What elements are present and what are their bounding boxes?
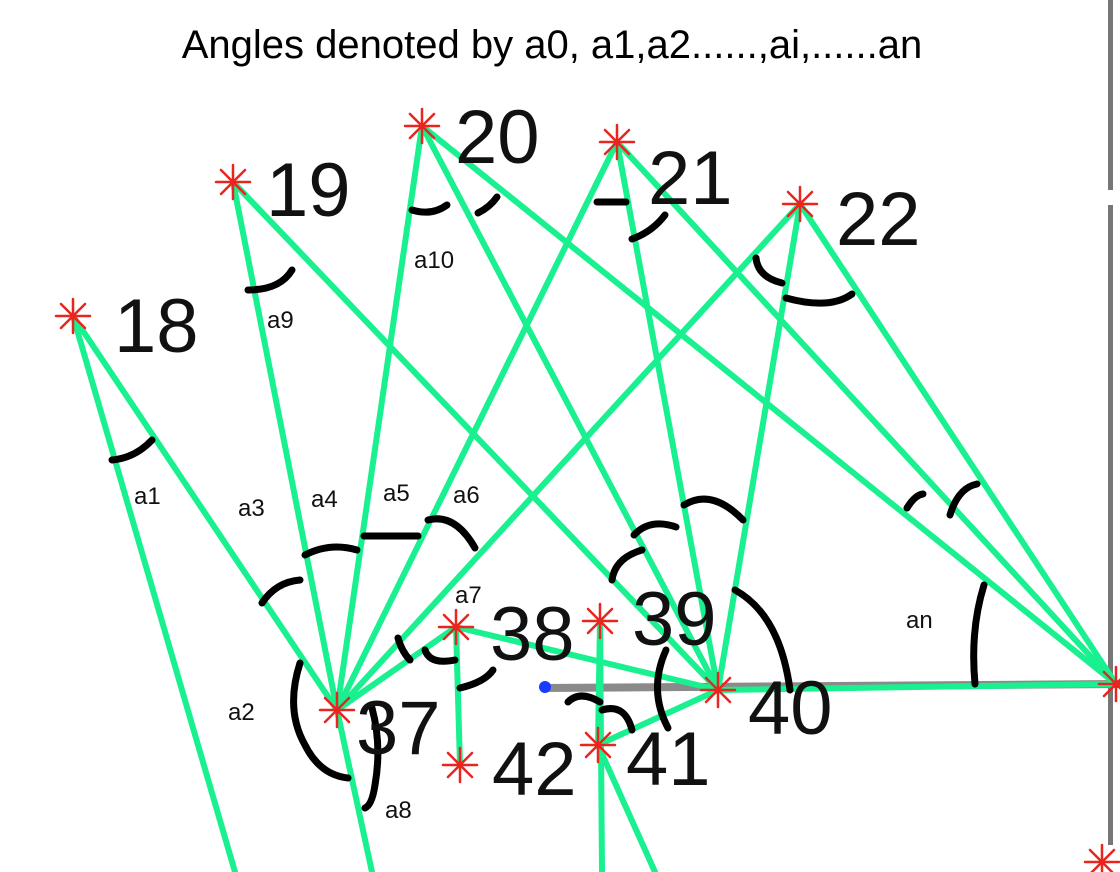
angle-label-a3: a3 — [238, 495, 265, 522]
node-marker-20 — [403, 107, 441, 145]
node-label-40: 40 — [748, 666, 833, 751]
edge-18-37 — [70, 313, 340, 713]
angle-arc-a7-right — [456, 666, 497, 692]
angle-arc-a6 — [424, 515, 479, 552]
right-edge-bar-top — [1108, 0, 1113, 190]
angle-arc-a1 — [108, 436, 156, 464]
node-marker-19 — [214, 163, 252, 201]
edge-18-down — [70, 313, 238, 872]
node-marker-42 — [441, 746, 479, 784]
node-marker-37 — [318, 691, 356, 729]
node-label-21: 21 — [648, 136, 733, 221]
node-label-42: 42 — [492, 727, 577, 812]
angle-label-a6: a6 — [453, 482, 480, 509]
baseline-start-dot — [539, 681, 551, 693]
angle-label-a9: a9 — [267, 307, 294, 334]
right-edge-bar — [1108, 205, 1113, 845]
angle-arc-a7-left — [394, 634, 414, 664]
angle-arc-a8 — [361, 704, 382, 812]
node-marker-18 — [54, 297, 92, 335]
edge-19-40 — [230, 179, 721, 693]
angle-label-a10: a10 — [414, 247, 454, 274]
angle-arc-a9 — [244, 266, 296, 294]
node-label-41: 41 — [626, 717, 711, 802]
angle-arc-a4 — [301, 543, 361, 559]
edge-22-40 — [715, 201, 803, 693]
angle-arc-right-small — [903, 490, 927, 512]
node-label-18: 18 — [114, 284, 199, 369]
angle-label-a5: a5 — [383, 480, 410, 507]
angle-arc-a10-left — [408, 201, 451, 216]
node-marker-corner — [1083, 843, 1120, 872]
node-label-19: 19 — [266, 148, 351, 233]
edges-layer — [70, 123, 1119, 872]
angle-arc-a2 — [290, 659, 352, 782]
angle-arc-an — [970, 581, 988, 688]
edge-21-40 — [614, 139, 721, 693]
edge-20-right — [419, 123, 1119, 687]
angle-arc-39-mid — [630, 520, 680, 539]
angle-arc-22-left — [752, 254, 786, 287]
edge-41-down — [595, 742, 658, 872]
edge-20-37 — [334, 123, 425, 713]
angle-arc-21-right — [628, 211, 669, 243]
angle-arc-22-right — [782, 290, 856, 307]
node-marker-41 — [579, 726, 617, 764]
angle-arc-right-mid — [946, 480, 981, 519]
node-marker-21 — [598, 123, 636, 161]
node-marker-40 — [699, 671, 737, 709]
edge-38-42 — [453, 624, 463, 768]
node-marker-38 — [437, 608, 475, 646]
angle-arc-40-left — [654, 646, 672, 732]
node-label-20: 20 — [455, 95, 540, 180]
diagram-title: Angles denoted by a0, a1,a2......,ai,...… — [182, 23, 923, 67]
node-marker-39 — [581, 602, 619, 640]
node-label-22: 22 — [836, 177, 921, 262]
edge-37-down — [334, 707, 375, 872]
angle-arc-41-right — [598, 705, 636, 734]
angle-arc-a10-right — [474, 193, 501, 217]
edge-41-40 — [595, 687, 721, 748]
edge-37-38 — [334, 624, 459, 713]
angle-label-a2: a2 — [228, 699, 255, 726]
angle-label-a1: a1 — [134, 483, 161, 510]
edge-38-40 — [453, 624, 721, 693]
edge-19-37 — [230, 179, 340, 713]
angle-arc-a3 — [258, 576, 304, 607]
angle-arc-a7-mid — [421, 646, 459, 665]
node-marker-22 — [781, 185, 819, 223]
angle-label-a8: a8 — [385, 797, 412, 824]
angle-arc-39-top — [680, 495, 747, 524]
node-marker-right — [1097, 665, 1120, 703]
angle-label-a4: a4 — [311, 486, 338, 513]
edge-21-right — [614, 139, 1119, 687]
angle-arc-39-left — [608, 546, 646, 584]
edge-40-right — [715, 681, 1119, 693]
markers-layer — [54, 107, 1120, 872]
edge-22-right — [797, 201, 1119, 687]
node-label-37: 37 — [356, 686, 441, 771]
edge-22-37 — [334, 201, 803, 713]
angle-label-a7: a7 — [455, 582, 482, 609]
edge-20-40 — [419, 123, 721, 693]
angle-label-an: an — [906, 607, 933, 634]
angle-arc-40-right — [731, 586, 794, 694]
node-label-39: 39 — [632, 577, 717, 662]
node-label-38: 38 — [490, 592, 575, 677]
edge-21-37 — [334, 139, 620, 713]
angle-arc-41-left — [564, 692, 604, 706]
arcs-layer — [108, 193, 988, 812]
